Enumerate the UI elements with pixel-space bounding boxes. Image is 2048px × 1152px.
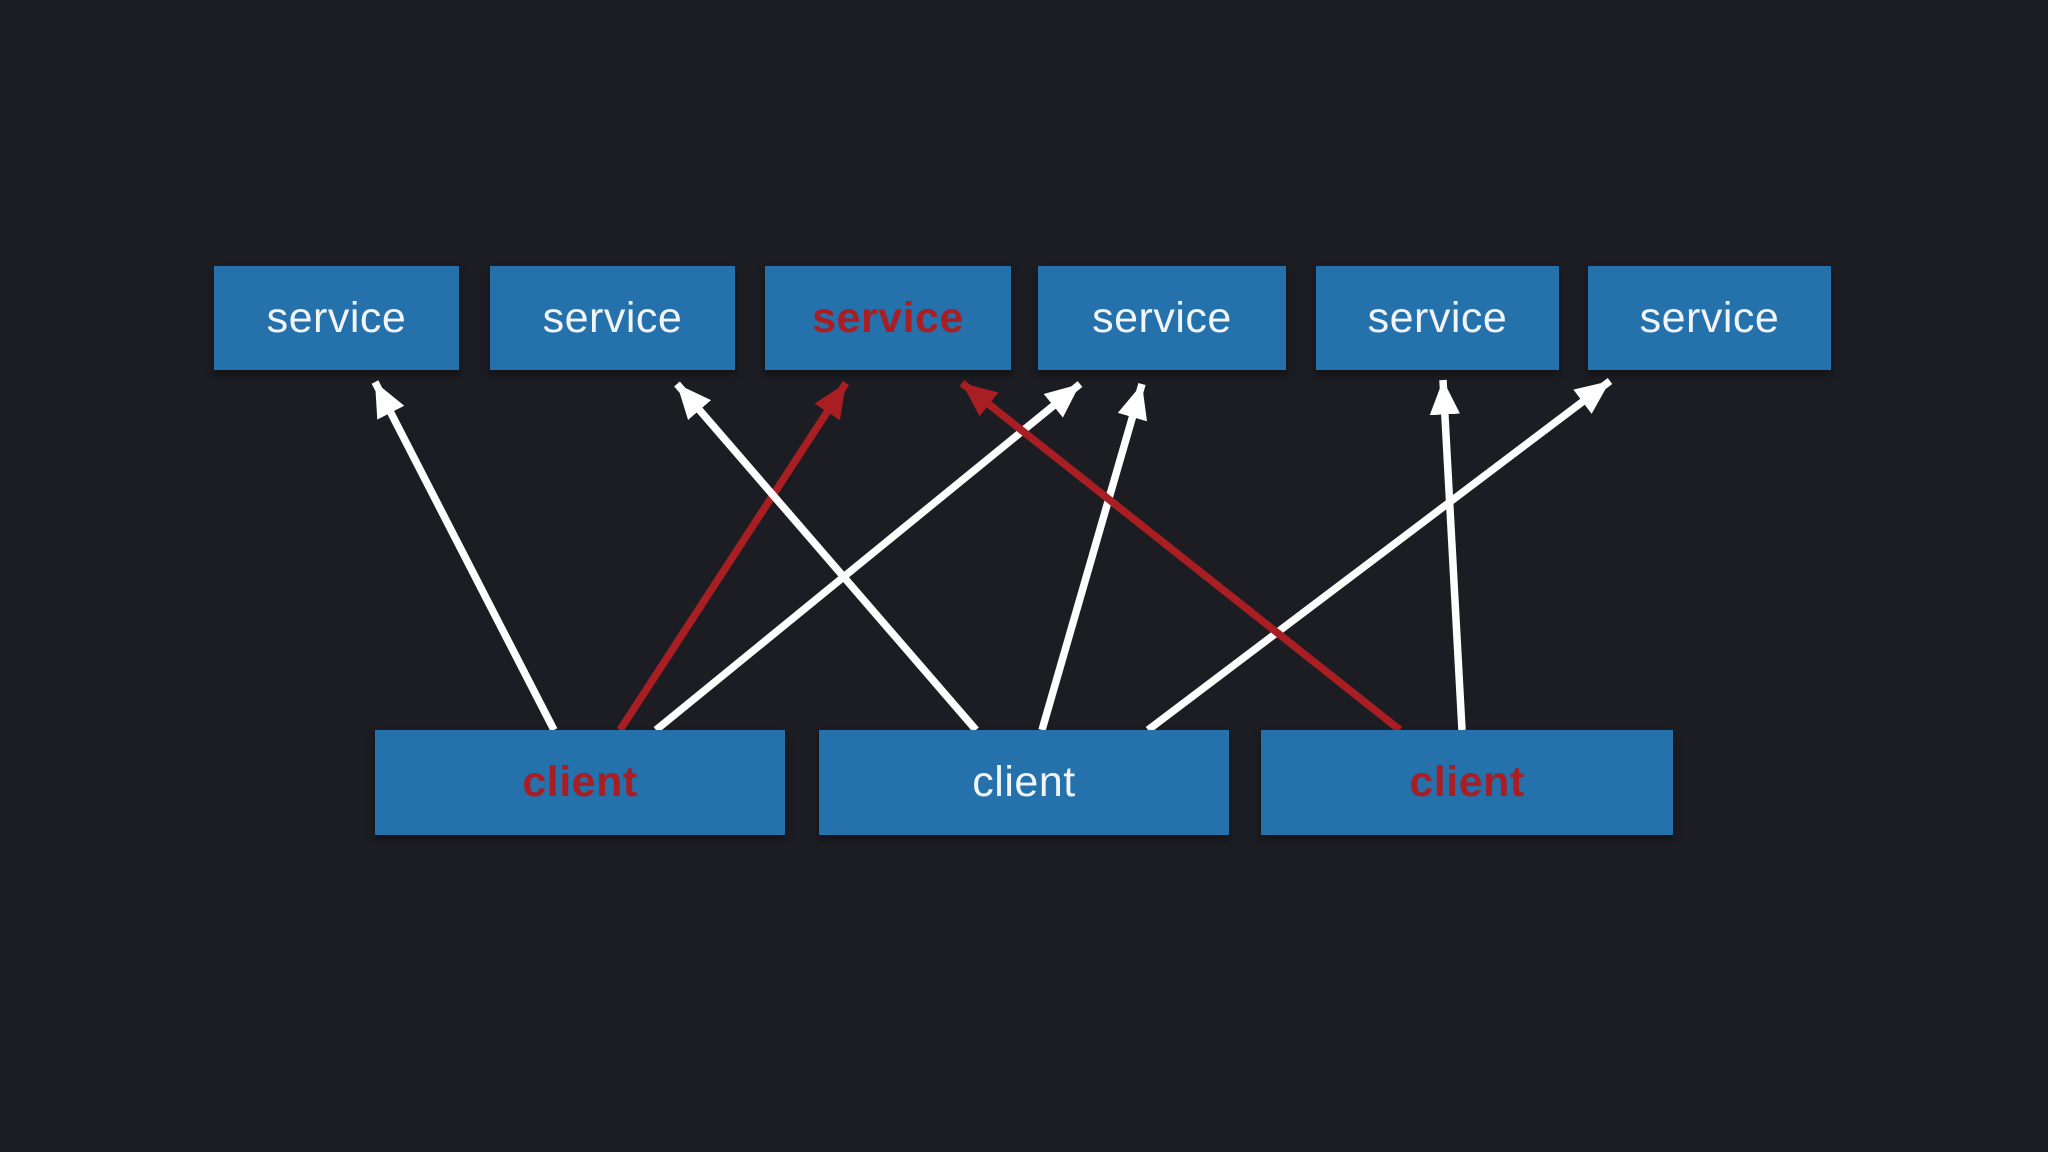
edge-client-1-to-service-3 [616,380,850,733]
edge-client-3-to-service-3 [959,380,1403,733]
client-2-label: client [972,758,1076,806]
service-3-label: service [812,293,964,342]
service-1-label: service [266,293,407,342]
client-node-client-2: client [819,730,1229,835]
service-node-service-4: service [1038,266,1286,370]
service-node-service-1: service [214,266,459,370]
edge-client-1-to-service-4 [653,381,1083,733]
edge-client-2-to-service-2 [674,381,979,733]
service-node-service-6: service [1588,266,1831,370]
client-node-client-1: client [375,730,785,835]
edge-client-3-to-service-5 [1429,379,1466,731]
service-5-label: service [1367,293,1508,342]
client-3-label: client [1409,758,1525,806]
edge-client-1-to-service-1 [371,380,558,732]
edge-client-2-to-service-6 [1145,378,1613,733]
edge-client-2-to-service-4 [1038,382,1148,732]
service-6-label: service [1639,293,1780,342]
service-node-service-5: service [1316,266,1559,370]
service-node-service-2: service [490,266,735,370]
client-node-client-3: client [1261,730,1673,835]
client-1-label: client [522,758,638,806]
service-node-service-3: service [765,266,1011,370]
service-4-label: service [1092,293,1232,342]
service-2-label: service [542,293,683,342]
